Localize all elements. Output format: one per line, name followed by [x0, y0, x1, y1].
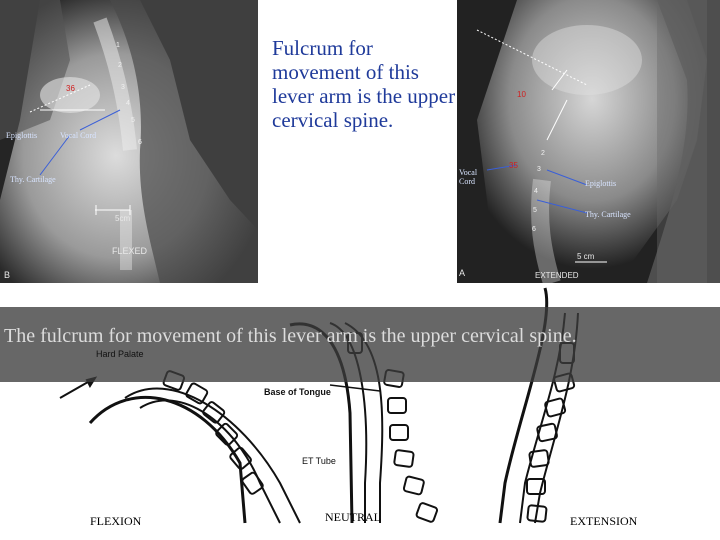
vertebra-4-extended: 4 — [534, 188, 538, 195]
caption-banner-text: The fulcrum for movement of this lever a… — [4, 325, 577, 347]
thy-cartilage-label-extended: Thy. Cartilage — [585, 210, 631, 219]
extension-label: EXTENSION — [570, 514, 638, 528]
et-tube-label: ET Tube — [302, 456, 336, 466]
scale-label-extended: 5 cm — [577, 252, 595, 261]
extended-label: EXTENDED — [535, 271, 579, 280]
xray-flexed-image — [0, 0, 258, 283]
xray-flexed: 36 Epiglottis Vocal Cord Thy. Cartilage … — [0, 0, 258, 283]
vocal-cord-label-extended: Vocal Cord — [459, 168, 478, 186]
epiglottis-label-flexed: Epiglottis — [6, 131, 38, 140]
vertebra-1-flexed: 1 — [116, 42, 120, 49]
epiglottis-label-extended: Epiglottis — [585, 179, 617, 188]
vertebra-6-extended: 6 — [532, 226, 536, 233]
vertebra-5-extended: 5 — [533, 207, 537, 214]
vertebra-4-flexed: 4 — [126, 100, 130, 107]
caption-banner — [0, 307, 720, 382]
thy-cartilage-label-flexed: Thy. Cartilage — [10, 175, 56, 184]
vertebra-5-flexed: 5 — [131, 117, 135, 124]
angle-marker-2-extended: 35 — [509, 161, 518, 170]
vertebra-3-flexed: 3 — [121, 84, 125, 91]
fulcrum-callout: Fulcrum for movement of this lever arm i… — [272, 36, 456, 132]
neutral-label: NEUTRAL — [325, 510, 381, 524]
base-of-tongue-label: Base of Tongue — [264, 387, 331, 397]
xray-extended-image — [457, 0, 720, 283]
vocal-cord-label-flexed: Vocal Cord — [60, 131, 97, 140]
vertebra-2-extended: 2 — [541, 150, 545, 157]
vertebra-6-flexed: 6 — [138, 139, 142, 146]
flexed-label: FLEXED — [112, 246, 148, 256]
angle-marker-extended: 10 — [517, 90, 526, 99]
xray-extended: 10 35 Vocal Cord Epiglottis Thy. Cartila… — [457, 0, 720, 283]
panel-b-label: B — [4, 270, 11, 280]
scale-label-flexed: 5cm — [115, 214, 131, 223]
angle-marker-flexed: 36 — [66, 84, 75, 93]
vertebra-3-extended: 3 — [537, 166, 541, 173]
panel-a-label: A — [459, 268, 466, 278]
flexion-label: FLEXION — [90, 514, 142, 528]
hard-palate-label: Hard Palate — [96, 349, 144, 359]
vertebra-2-flexed: 2 — [118, 62, 122, 69]
